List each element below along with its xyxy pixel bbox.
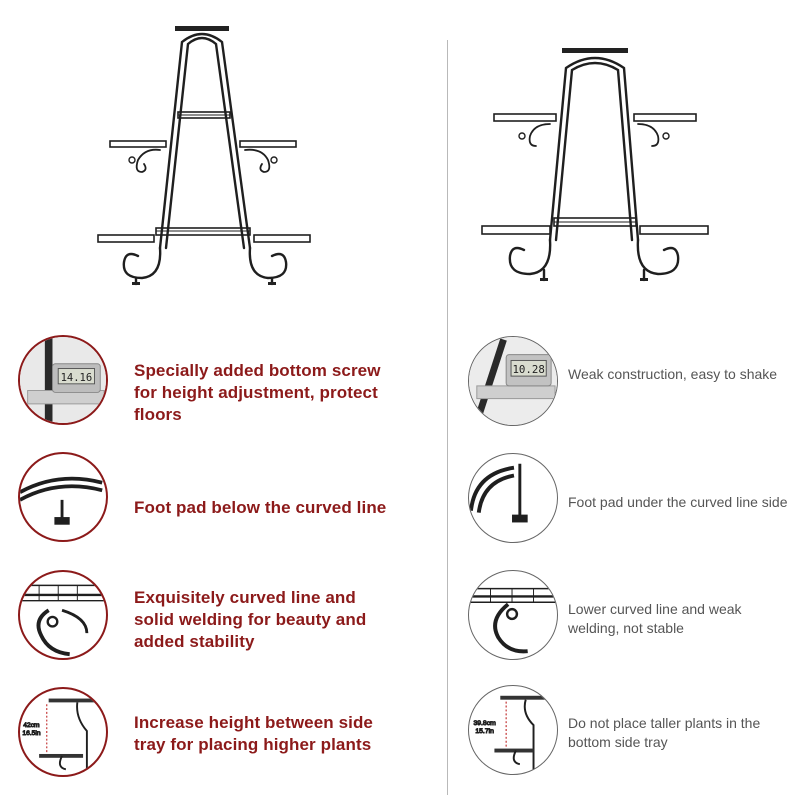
detail-circle-ours-1: 14.16 (18, 335, 108, 425)
feature-ours-screw: Specially added bottom screw for height … (134, 361, 381, 424)
feature-theirs-welding: Lower curved line and weak welding, not … (568, 601, 742, 636)
detail-circle-theirs-3 (468, 570, 558, 660)
detail-circle-theirs-4: 39.8cm 15.7in (468, 685, 558, 775)
svg-text:14.16: 14.16 (61, 372, 93, 384)
plant-stand-tall-icon (97, 26, 311, 286)
detail-circle-ours-2 (18, 452, 108, 542)
detail-circle-ours-3 (18, 570, 108, 660)
tray-height-in: 15.7in (475, 728, 494, 735)
curved-weld-icon (20, 584, 106, 657)
tall-plant-stand (90, 20, 330, 290)
tray-height-cm: 39.8cm (473, 720, 496, 727)
short-plant-stand (478, 40, 718, 290)
detail-circle-theirs-1: 10.28 (468, 336, 558, 426)
feature-theirs-height: Do not place taller plants in the bottom… (568, 715, 761, 750)
tray-height-icon: 39.8cm 15.7in (473, 695, 546, 774)
tray-height-in: 16.5in (22, 730, 40, 737)
foot-pad-icon (20, 476, 103, 525)
feature-theirs-construction: Weak construction, easy to shake (568, 366, 778, 382)
tray-height-icon: 42cm 16.5in (22, 698, 95, 775)
caliper-gauge-icon: 14.16 (20, 337, 106, 423)
comparison-divider (447, 40, 448, 795)
detail-circle-ours-4: 42cm 16.5in (18, 687, 108, 777)
foot-pad-icon (469, 463, 528, 523)
feature-ours-footpad: Foot pad below the curved line (134, 498, 387, 517)
feature-ours-height: Increase height between side tray for pl… (134, 713, 373, 754)
curved-weld-icon (469, 587, 557, 654)
plant-stand-short-icon (481, 48, 709, 282)
detail-circle-theirs-2 (468, 453, 558, 543)
caliper-gauge-icon: 10.28 (469, 337, 557, 425)
svg-text:10.28: 10.28 (512, 363, 544, 376)
feature-theirs-footpad: Foot pad under the curved line side (568, 494, 788, 510)
tray-height-cm: 42cm (23, 722, 40, 729)
feature-ours-welding: Exquisitely curved line and solid weldin… (134, 588, 367, 651)
